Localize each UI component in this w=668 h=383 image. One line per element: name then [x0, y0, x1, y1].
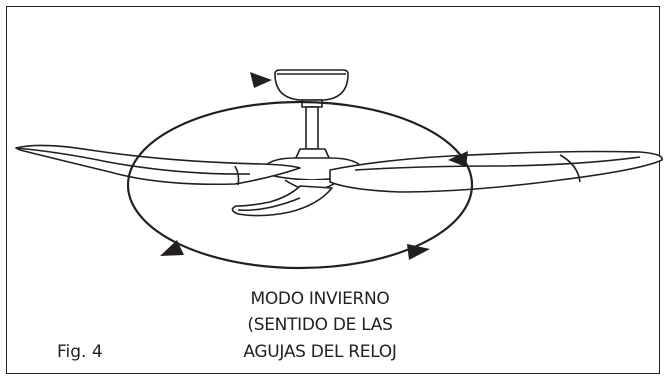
- rotation-path: [126, 100, 474, 270]
- mode-title-line-2: (SENTIDO DE LAS: [247, 315, 393, 335]
- mode-title-line-3: AGUJAS DEL RELOJ: [243, 342, 397, 362]
- left-blade: [15, 144, 301, 186]
- mode-title-line-1: MODO INVIERNO: [250, 289, 390, 309]
- figure-label: Fig. 4: [57, 342, 103, 362]
- arrowhead-icon: [448, 151, 468, 167]
- front-blade: [231, 185, 333, 217]
- figure-frame: [6, 6, 660, 374]
- downrod: [305, 106, 319, 150]
- arrowhead-icon: [250, 72, 272, 88]
- arrowhead-icon: [407, 244, 430, 260]
- arrowhead-icon: [160, 240, 184, 256]
- canopy: [274, 69, 349, 108]
- right-blade: [329, 150, 663, 193]
